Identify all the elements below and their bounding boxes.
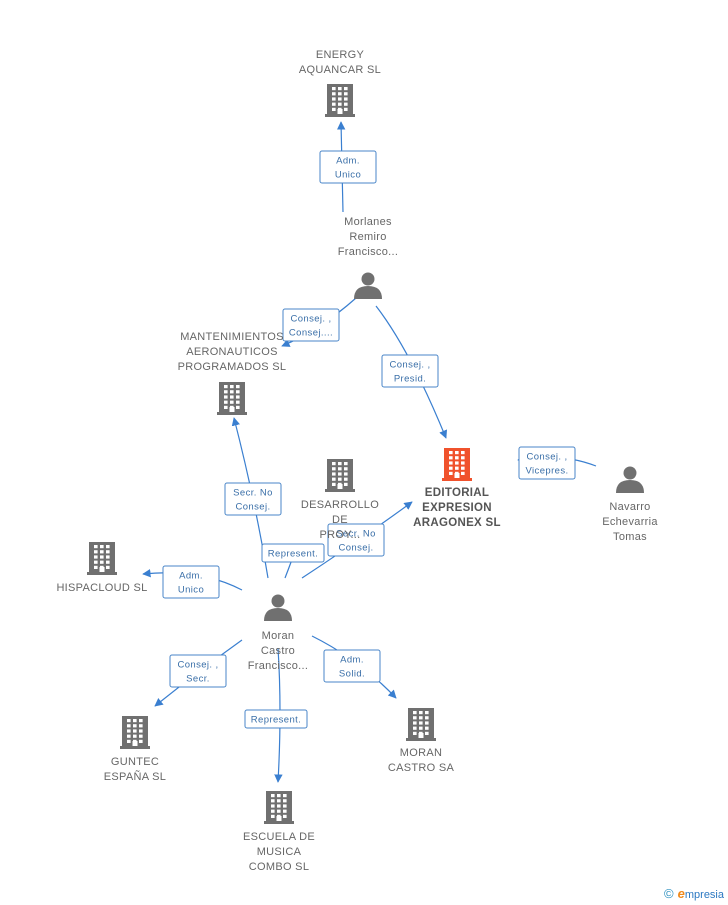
edge-label-line: Consej. ,: [389, 360, 430, 371]
node-hispacloud[interactable]: HISPACLOUD SL: [56, 542, 147, 594]
edge-label-box: [319, 150, 377, 184]
node-label-line: ESPAÑA SL: [104, 770, 166, 783]
node-moransa[interactable]: MORAN CASTRO SA: [388, 708, 455, 774]
node-desarrollo[interactable]: DESARROLLO DE PROY...: [301, 459, 379, 541]
building-icon: [442, 448, 472, 481]
edge-label-e11[interactable]: Adm. Solid.: [323, 649, 381, 683]
node-label-line: Castro: [261, 645, 295, 657]
node-label-line: ENERGY: [316, 49, 365, 61]
node-label-line: Navarro: [609, 501, 650, 513]
node-label-line: AQUANCAR SL: [299, 64, 381, 76]
building-icon: [406, 708, 436, 741]
node-label-line: EXPRESION: [422, 502, 492, 514]
node-label-line: Echevarria: [602, 516, 658, 528]
edge-label-e4[interactable]: Consej. , Vicepres.: [518, 446, 576, 480]
edge-label-line: Unico: [335, 170, 361, 181]
building-icon: [325, 84, 355, 117]
node-label-line: Tomas: [613, 531, 647, 543]
edge-label-line: Consej.: [235, 502, 270, 513]
node-escuela[interactable]: ESCUELA DE MUSICA COMBO SL: [243, 791, 315, 873]
edge-label-line: Consej....: [289, 328, 333, 339]
edge-label-line: Unico: [178, 585, 204, 596]
node-label-line: Francisco...: [248, 660, 308, 672]
edge-label-line: Presid.: [394, 374, 426, 385]
copyright-icon: ©: [664, 886, 674, 901]
person-icon: [354, 272, 382, 299]
edge-label-line: Consej. ,: [177, 660, 218, 671]
node-label-line: Morlanes: [344, 216, 392, 228]
edge-label-e7[interactable]: Secr. No Consej.: [327, 523, 385, 557]
edge-label-box: [327, 523, 385, 557]
node-label-line: Francisco...: [338, 246, 398, 258]
node-label-line: MANTENIMIENTOS: [180, 331, 284, 343]
building-icon: [120, 716, 150, 749]
edge-label-line: Secr.: [186, 674, 210, 685]
node-label-line: Remiro: [349, 231, 386, 243]
edge-label-e6[interactable]: Represent.: [261, 543, 325, 563]
edge-label-box: [224, 482, 282, 516]
edge-label-line: Consej. ,: [526, 452, 567, 463]
edge-label-e2[interactable]: Consej. , Consej....: [282, 308, 340, 342]
node-label-line: MUSICA: [257, 846, 302, 858]
brand-logo: empresia: [677, 886, 724, 901]
node-label-line: COMBO SL: [249, 861, 309, 873]
node-label-line: EDITORIAL: [425, 487, 489, 499]
edge-label-e1[interactable]: Adm. Unico: [319, 150, 377, 184]
edge-label-box: [261, 543, 325, 563]
node-label-line: DESARROLLO: [301, 499, 379, 511]
building-icon: [264, 791, 294, 824]
edge-label-e5[interactable]: Secr. No Consej.: [224, 482, 282, 516]
node-label-line: PROGRAMADOS SL: [178, 361, 287, 373]
empresia-watermark[interactable]: © empresia: [664, 886, 724, 901]
node-label-line: DE: [332, 514, 348, 526]
edge-label-box: [244, 709, 308, 729]
building-icon: [217, 382, 247, 415]
edge-label-line: Consej. ,: [290, 314, 331, 325]
building-icon: [325, 459, 355, 492]
node-mantenimientos[interactable]: MANTENIMIENTOS AERONAUTICOS PROGRAMADOS SL: [178, 331, 287, 415]
edge-label-e10[interactable]: Represent.: [244, 709, 308, 729]
person-icon: [264, 594, 292, 621]
edge-label-box: [381, 354, 439, 388]
edge-label-box: [162, 565, 220, 599]
building-icon: [87, 542, 117, 575]
edge-label-line: Represent.: [268, 549, 318, 560]
edge-label-box: [518, 446, 576, 480]
edge-label-line: Secr. No: [336, 529, 376, 540]
node-label-line: ESCUELA DE: [243, 831, 315, 843]
edge-label-line: Adm.: [336, 156, 360, 167]
edge-label-line: Consej.: [338, 543, 373, 554]
edge-label-box: [323, 649, 381, 683]
node-moran[interactable]: MoranCastroFrancisco...: [248, 594, 308, 673]
edge-label-line: Represent.: [251, 715, 301, 726]
edge-label-box: [169, 654, 227, 688]
node-label-line: CASTRO SA: [388, 762, 455, 774]
node-morlanes[interactable]: MorlanesRemiroFrancisco...: [338, 216, 398, 299]
node-label-line: PROY...: [319, 529, 360, 541]
node-guntec[interactable]: GUNTEC ESPAÑA SL: [104, 716, 166, 783]
edge-label-e3[interactable]: Consej. , Presid.: [381, 354, 439, 388]
node-label-line: Moran: [262, 630, 295, 642]
edge-label-e8[interactable]: Adm. Unico: [162, 565, 220, 599]
edge-label-line: Vicepres.: [525, 466, 568, 477]
node-label-line: GUNTEC: [111, 756, 159, 768]
edge-label-line: Secr. No: [233, 488, 273, 499]
edge-label-line: Adm.: [179, 571, 203, 582]
edge-label-e9[interactable]: Consej. , Secr.: [169, 654, 227, 688]
person-icon: [616, 466, 644, 493]
edge-label-line: Solid.: [339, 669, 365, 680]
node-energy[interactable]: ENERGY AQUANCAR SL: [299, 49, 381, 117]
edge-label-box: [282, 308, 340, 342]
node-label-line: HISPACLOUD SL: [56, 582, 147, 594]
node-label-line: AERONAUTICOS: [186, 346, 278, 358]
node-editorial[interactable]: EDITORIAL EXPRESION ARAGONEX SL: [413, 448, 501, 529]
node-label-line: MORAN: [400, 747, 442, 759]
node-label-line: ARAGONEX SL: [413, 517, 501, 529]
edge-label-line: Adm.: [340, 655, 364, 666]
